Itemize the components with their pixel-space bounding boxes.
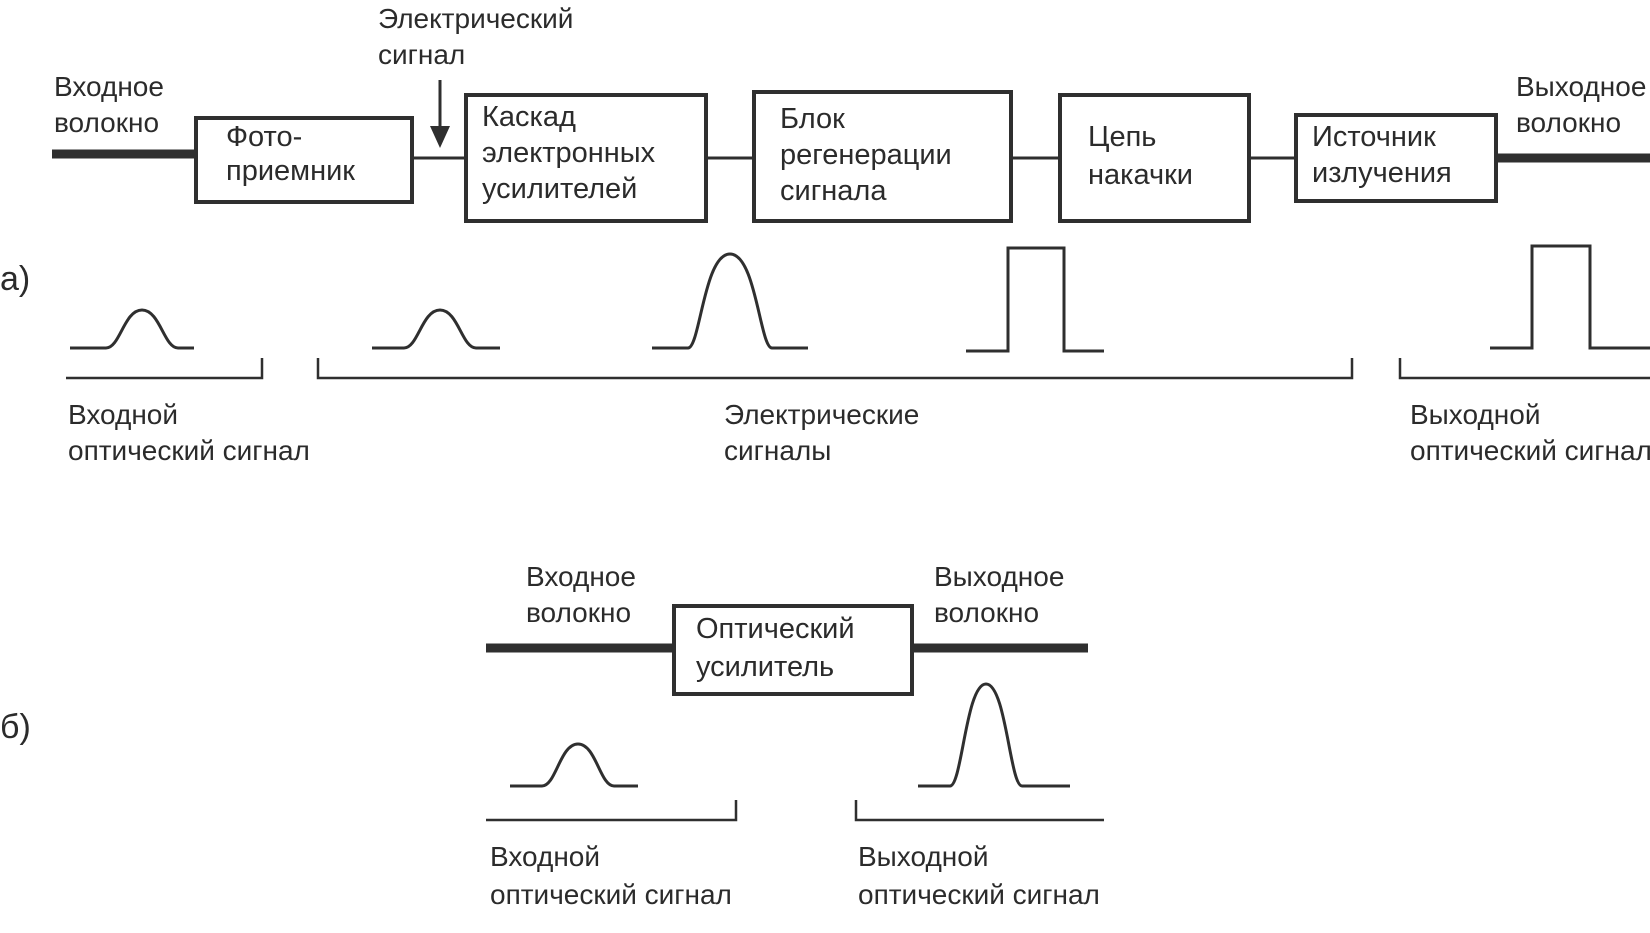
pump-circuit-block (1058, 93, 1251, 223)
electric-pulse-square (966, 246, 1104, 353)
input-optical-signal-label-a-2: оптический сигнал (68, 435, 310, 466)
input-optical-signal-label-a-1: Входной (68, 399, 178, 430)
output-optical-signal-label-a-1: Выходной (1410, 399, 1540, 430)
block-1-line-2: приемник (226, 155, 355, 187)
input-fiber-label-b-2: волокно (526, 597, 631, 628)
input-optical-signal-label-b-2: оптический сигнал (490, 879, 732, 910)
block-5-line-1: Источник (1312, 121, 1436, 153)
output-optical-pulse-a (1490, 244, 1650, 350)
electric-signal-label-1: Электрический (378, 3, 573, 34)
block-2-line-1: Каскад (482, 101, 576, 133)
block-2-line-3: усилителей (482, 173, 637, 205)
electric-signal-label-2: сигнал (378, 39, 465, 70)
electric-signals-label-1: Электрические (724, 399, 919, 430)
photodetector-block (194, 116, 414, 204)
input-signal-bracket-a (66, 358, 264, 380)
output-fiber-label-a-2: волокно (1516, 107, 1621, 138)
output-signal-bracket-b (854, 800, 1104, 822)
electric-pulse-small (372, 308, 500, 350)
electric-pulse-large (652, 252, 808, 350)
block-4-line-2: накачки (1088, 159, 1193, 191)
block-3-line-3: сигнала (780, 175, 887, 207)
input-signal-bracket-b (486, 800, 738, 822)
diagram-a: Фото- приемник Каскад электронных усилит… (0, 3, 1650, 466)
input-optical-pulse-a (70, 308, 194, 350)
output-optical-pulse-b (918, 682, 1070, 788)
regeneration-block (752, 90, 1013, 223)
block-3-line-1: Блок (780, 103, 845, 135)
input-fiber-label-a-1: Входное (54, 71, 164, 102)
part-label-a: а) (0, 260, 30, 298)
output-fiber-label-b-1: Выходное (934, 561, 1064, 592)
output-optical-signal-label-b-2: оптический сигнал (858, 879, 1100, 910)
output-optical-signal-label-b-1: Выходной (858, 841, 988, 872)
diagram-b: Оптический усилитель Входное волокно Вых… (0, 561, 1104, 910)
block-1-line-1: Фото- (226, 121, 302, 153)
output-fiber-label-a-1: Выходное (1516, 71, 1646, 102)
input-fiber-label-b-1: Входное (526, 561, 636, 592)
block-3-line-2: регенерации (780, 139, 952, 171)
block-4-line-1: Цепь (1088, 121, 1156, 153)
optical-amplifier-line-1: Оптический (696, 613, 855, 645)
block-2-line-2: электронных (482, 137, 656, 169)
arrow-down-icon (430, 80, 450, 148)
electric-signals-label-2: сигналы (724, 435, 831, 466)
electronic-amplifier-block (464, 93, 708, 223)
input-optical-signal-label-b-1: Входной (490, 841, 600, 872)
optical-amplifier-block (672, 604, 914, 696)
input-optical-pulse-b (510, 742, 638, 788)
output-fiber-label-b-2: волокно (934, 597, 1039, 628)
output-optical-signal-label-a-2: оптический сигнал (1410, 435, 1650, 466)
electric-signals-bracket (316, 358, 1354, 380)
optical-amplifier-line-2: усилитель (696, 651, 834, 683)
output-signal-bracket-a (1398, 358, 1650, 380)
part-label-b: б) (0, 708, 31, 746)
block-5-line-2: излучения (1312, 157, 1452, 189)
light-source-block (1294, 113, 1498, 203)
input-fiber-label-a-2: волокно (54, 107, 159, 138)
